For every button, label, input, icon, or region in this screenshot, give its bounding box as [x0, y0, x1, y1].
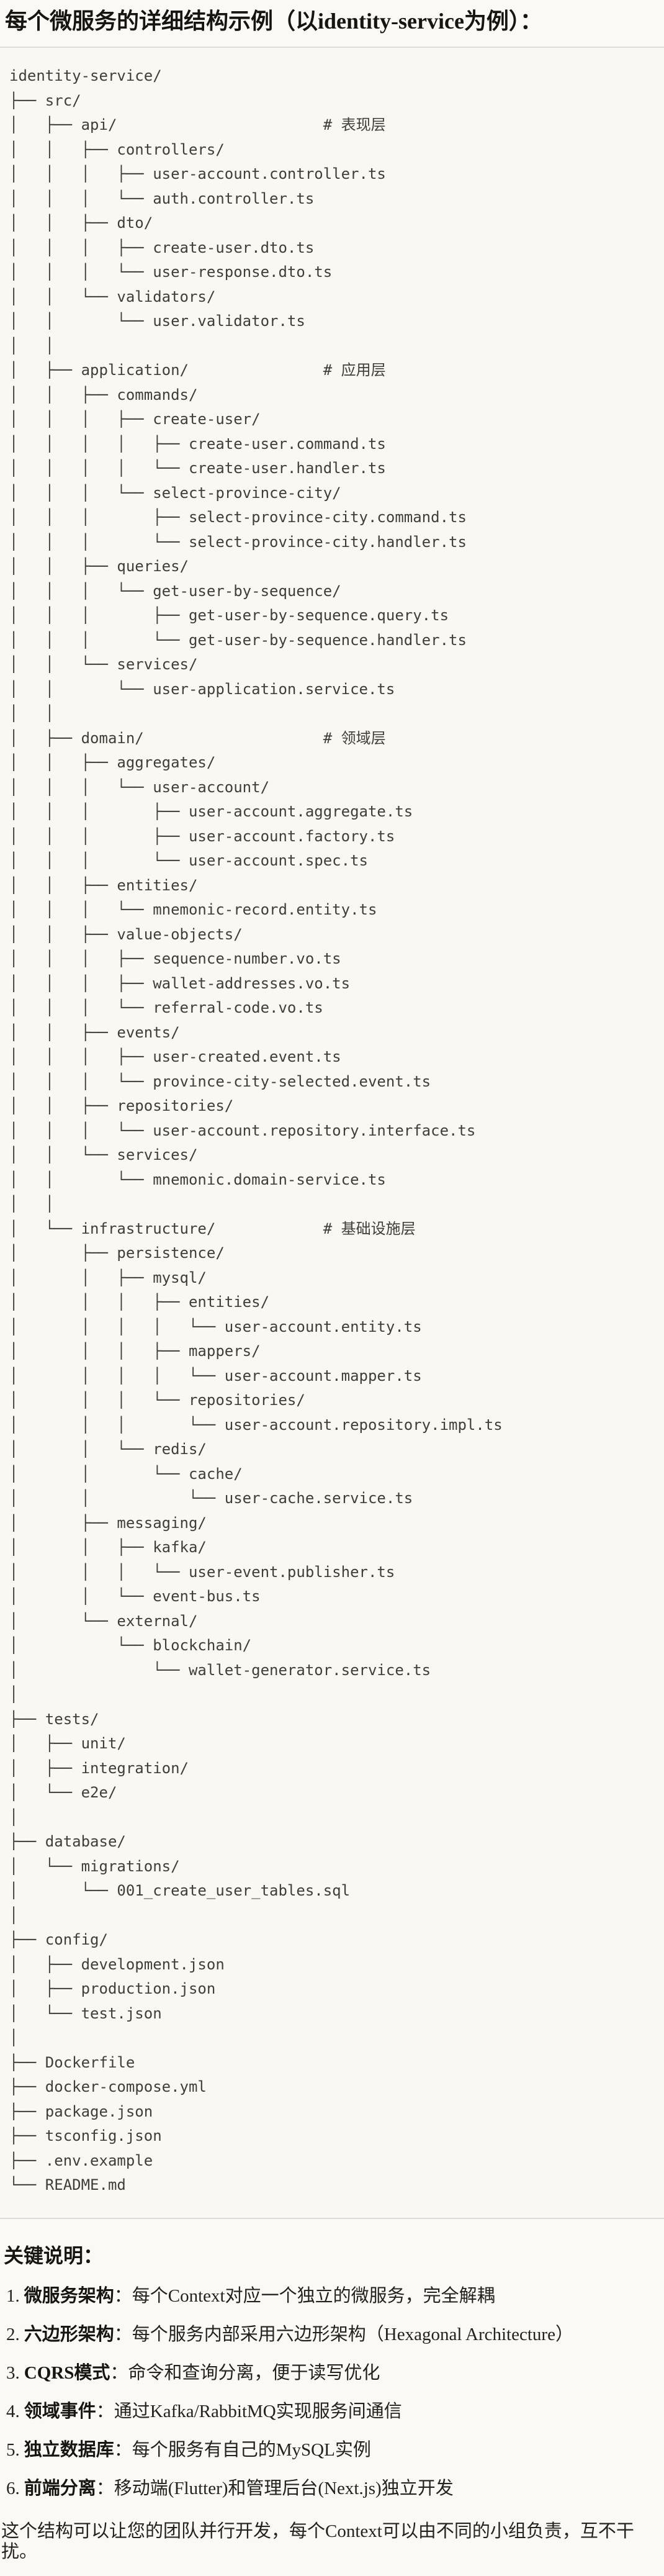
item-term: CQRS模式 — [24, 2362, 110, 2383]
list-item: 1.微服务架构：每个Context对应一个独立的微服务，完全解耦 — [6, 2286, 664, 2306]
list-item: 2.六边形架构：每个服务内部采用六边形架构（Hexagonal Architec… — [6, 2325, 664, 2344]
item-term: 独立数据库 — [24, 2439, 114, 2460]
item-number: 3. — [6, 2362, 20, 2383]
item-number: 2. — [6, 2324, 20, 2344]
item-term: 前端分离 — [24, 2478, 96, 2498]
directory-tree: identity-service/ ├── src/ │ ├── api/ # … — [9, 67, 503, 2194]
item-desc: ：每个Context对应一个独立的微服务，完全解耦 — [114, 2285, 495, 2306]
item-term: 六边形架构 — [24, 2324, 114, 2344]
item-number: 1. — [6, 2285, 20, 2306]
item-number: 6. — [6, 2478, 20, 2498]
page-title: 每个微服务的详细结构示例（以identity-service为例）： — [5, 9, 542, 34]
notes-heading: 关键说明： — [4, 2244, 104, 2267]
item-number: 5. — [6, 2439, 20, 2460]
item-desc: ：移动端(Flutter)和管理后台(Next.js)独立开发 — [96, 2478, 454, 2498]
key-notes-list: 1.微服务架构：每个Context对应一个独立的微服务，完全解耦 2.六边形架构… — [0, 2286, 664, 2498]
item-desc: ：命令和查询分离，便于读写优化 — [110, 2362, 380, 2383]
list-item: 6.前端分离：移动端(Flutter)和管理后台(Next.js)独立开发 — [6, 2479, 664, 2498]
list-item: 4.领域事件：通过Kafka/RabbitMQ实现服务间通信 — [6, 2402, 664, 2421]
item-term: 领域事件 — [24, 2401, 96, 2421]
answer-document: 每个微服务的详细结构示例（以identity-service为例）： ident… — [0, 7, 664, 2562]
item-desc: ：每个服务有自己的MySQL实例 — [114, 2439, 371, 2460]
list-item: 3.CQRS模式：命令和查询分离，便于读写优化 — [6, 2363, 664, 2383]
list-item: 5.独立数据库：每个服务有自己的MySQL实例 — [6, 2440, 664, 2460]
item-term: 微服务架构 — [24, 2285, 114, 2306]
item-desc: ：每个服务内部采用六边形架构（Hexagonal Architecture） — [114, 2324, 573, 2344]
code-block: identity-service/ ├── src/ │ ├── api/ # … — [0, 47, 664, 2219]
item-desc: ：通过Kafka/RabbitMQ实现服务间通信 — [96, 2401, 402, 2421]
closing-paragraph: 这个结构可以让您的团队并行开发，每个Context可以由不同的小组负责，互不干扰… — [1, 2521, 634, 2562]
item-number: 4. — [6, 2401, 20, 2421]
